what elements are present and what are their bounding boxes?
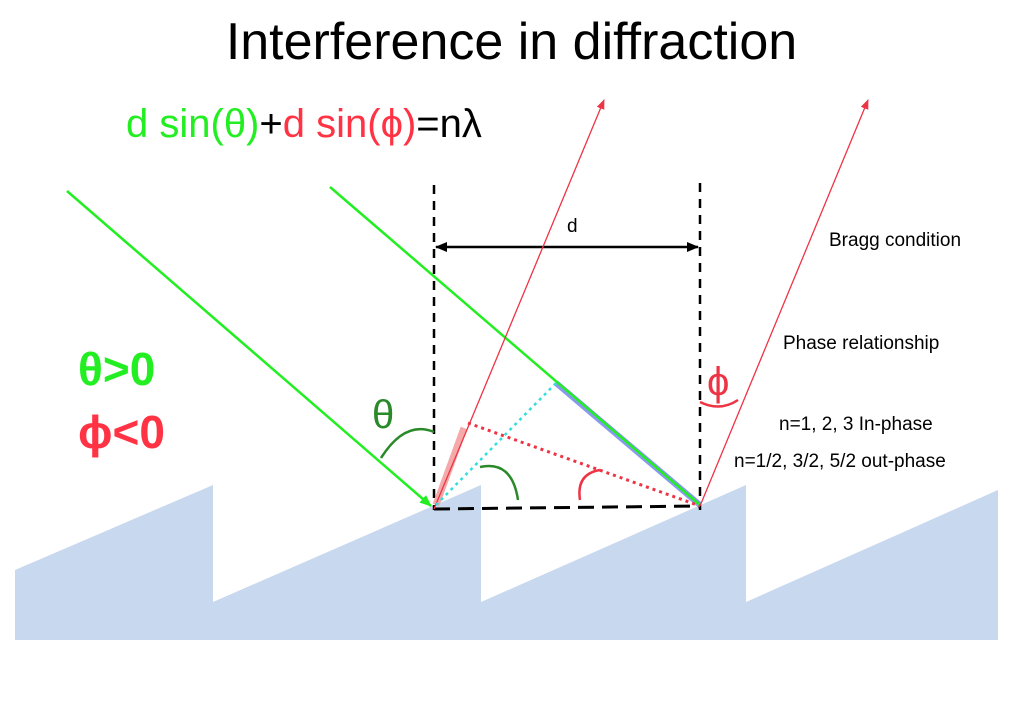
spacing-label: d: [567, 216, 578, 237]
phi-condition: ϕ<0: [78, 406, 165, 458]
diffracted-ray-right: [699, 99, 869, 507]
phi-symbol: ϕ: [707, 360, 729, 404]
equation-term2: d sin(ϕ): [283, 102, 417, 146]
equation-plus: +: [259, 102, 282, 146]
theta-arc: [379, 427, 435, 459]
blazed-grating: [15, 485, 998, 640]
incident-ray-left: [66, 190, 432, 507]
in-phase-label: n=1, 2, 3 In-phase: [779, 414, 933, 435]
grating-equation: d sin(θ)+d sin(ϕ)=nλ: [126, 102, 482, 146]
equation-rhs: =nλ: [416, 102, 482, 146]
phi-arc: [699, 398, 739, 408]
theta-symbol: θ: [372, 393, 394, 437]
slide-title: Interference in diffraction: [225, 13, 798, 71]
out-phase-label: n=1/2, 3/2, 5/2 out-phase: [734, 451, 946, 472]
theta-condition: θ>0: [78, 343, 155, 395]
diffracted-ray-left: [433, 99, 605, 510]
incident-ray-right: [329, 186, 701, 506]
diffracted-wavefront: [467, 421, 701, 508]
theta-arc-small: [479, 464, 520, 501]
phase-relationship-label: Phase relationship: [783, 333, 939, 354]
equation-term1: d sin(θ): [126, 102, 259, 146]
base-dashed-line: [433, 504, 701, 511]
bragg-condition-label: Bragg condition: [829, 230, 961, 251]
incident-wavefront: [435, 382, 557, 506]
phi-arc-small: [578, 468, 601, 501]
